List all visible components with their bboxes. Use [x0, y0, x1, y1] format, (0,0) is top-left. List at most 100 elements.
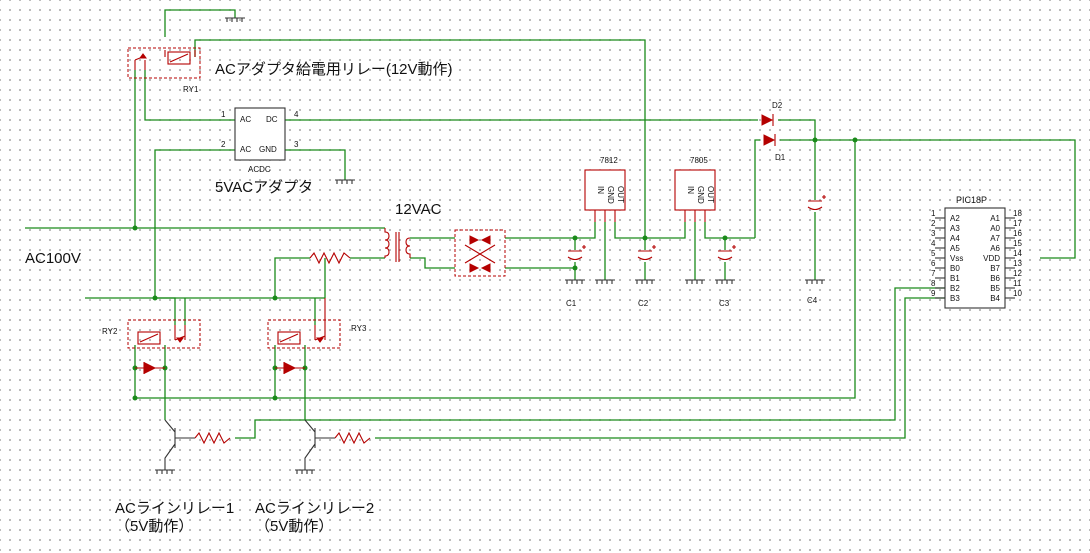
line-relay-2-sub: （5V動作） — [255, 518, 333, 535]
diode-d2[interactable] — [761, 114, 774, 126]
pic-pins: 1A22A33A44A55Vss6B07B18B29B318A117A016A7… — [931, 209, 1022, 303]
relay-ry3-coil — [277, 331, 301, 345]
wire-d1-in — [754, 139, 760, 238]
relay-ry2-outline — [127, 319, 201, 349]
resistor-q2-base — [334, 431, 371, 445]
acdc-pin-ac1: AC — [240, 115, 251, 124]
wire-ry2-supply — [134, 140, 856, 399]
relay-ry3-outline — [267, 319, 341, 349]
transformer[interactable] — [384, 228, 411, 262]
wire-acdc-2 — [154, 149, 235, 298]
capacitor-c4[interactable] — [807, 195, 826, 211]
pic-pin-name: A4 — [950, 234, 960, 243]
junction — [272, 295, 278, 301]
pic-pin-name: A0 — [990, 224, 1000, 233]
relay-ry1-coil-mark — [169, 53, 189, 63]
transformer-primary — [384, 228, 390, 258]
ground-symbol — [595, 279, 615, 284]
pic-pin-number: 15 — [1013, 239, 1022, 248]
capacitor-c1-plus — [582, 245, 586, 249]
pic-pin-number: 10 — [1013, 289, 1022, 298]
junction — [132, 225, 138, 231]
pic-pin-name: B3 — [950, 294, 960, 303]
pic-chip[interactable]: 1A22A33A44A55Vss6B07B18B29B318A117A016A7… — [931, 207, 1022, 309]
regulator-7805[interactable] — [674, 169, 716, 222]
bridge-diode-2 — [480, 235, 491, 245]
transistor-q1-body — [164, 419, 195, 470]
relay-ry1[interactable] — [127, 47, 201, 79]
relay-ry3-label: RY3 — [351, 324, 367, 333]
capacitor-c1[interactable] — [567, 245, 586, 261]
diode-d2-label: D2 — [772, 101, 783, 110]
regulator-7812-pin-gnd: GND — [606, 186, 615, 204]
wire-acdc-gnd — [285, 149, 346, 180]
relay-ry1-arrow — [139, 53, 147, 59]
pic-pin-name: A6 — [990, 244, 1000, 253]
regulator-7805-name: 7805 — [690, 156, 708, 165]
pic-pin-name: VDD — [983, 254, 1000, 263]
wire-d2-out — [778, 119, 816, 140]
wire-sec-bottom — [410, 257, 455, 269]
transistor-q1[interactable] — [164, 419, 231, 470]
ground-symbol — [335, 179, 355, 184]
ground-symbol — [635, 279, 655, 284]
junction — [642, 235, 648, 241]
regulator-7812[interactable] — [584, 169, 626, 222]
regulator-7805-pins — [684, 210, 706, 222]
pic-pin-number: 6 — [931, 259, 936, 268]
pic-pin-number: 7 — [931, 269, 936, 278]
line-relay-1-sub: （5V動作） — [115, 518, 193, 535]
pic-pin-number: 1 — [931, 209, 936, 218]
relay-ry2-coil-mark — [139, 333, 159, 343]
wire-ry1-to-acdc-1 — [144, 70, 235, 121]
bridge-rectifier[interactable] — [454, 229, 506, 277]
junctions — [132, 137, 858, 401]
relay-ry2[interactable] — [127, 319, 201, 374]
wire-ry1-coil-ground — [164, 9, 236, 37]
capacitor-c2[interactable] — [637, 245, 656, 261]
pic-pin-number: 16 — [1013, 229, 1022, 238]
capacitor-c3-plus — [732, 245, 736, 249]
pic-pin-name: B1 — [950, 274, 960, 283]
wire-q1-base-pic — [235, 287, 945, 439]
regulator-7812-pins — [594, 210, 616, 222]
pic-pin-name: B7 — [990, 264, 1000, 273]
acdc-pin-num-4: 4 — [294, 110, 299, 119]
bridge-outline — [454, 229, 506, 277]
capacitor-c3-plates — [717, 250, 733, 261]
relay-ry1-caption: ACアダプタ給電用リレー(12V動作) — [215, 61, 453, 78]
resistor-q1-base — [194, 431, 231, 445]
acdc-module[interactable] — [234, 107, 286, 161]
pic-pin-name: A2 — [950, 214, 960, 223]
diode-d1[interactable] — [763, 134, 776, 146]
pic-pin-name: A7 — [990, 234, 1000, 243]
pic-pin-number: 5 — [931, 249, 936, 258]
ground-symbol — [805, 279, 825, 284]
pic-pin-number: 18 — [1013, 209, 1022, 218]
pic-pin-number: 14 — [1013, 249, 1022, 258]
junction — [722, 235, 728, 241]
pic-pin-number: 13 — [1013, 259, 1022, 268]
junction — [572, 235, 578, 241]
transistor-q2[interactable] — [304, 419, 371, 470]
regulator-7805-box — [674, 169, 716, 211]
pic-pin-name: A3 — [950, 224, 960, 233]
ground-symbol — [225, 17, 245, 22]
wire-q2-base-pic — [375, 297, 945, 439]
pic-chip-body — [944, 207, 1006, 309]
pic-pin-number: 8 — [931, 279, 936, 288]
relay-ry3-diode-leads — [275, 362, 305, 374]
relay-ry2-diode-leads — [135, 362, 165, 374]
acdc-pin-dc: DC — [266, 115, 278, 124]
capacitor-c2-plus — [652, 245, 656, 249]
junction — [852, 137, 858, 143]
diode-d1-body — [763, 134, 776, 146]
regulator-7805-pin-in: IN — [686, 186, 695, 194]
relay-ry3[interactable] — [267, 298, 341, 374]
primary-resistor[interactable] — [309, 251, 351, 265]
pic-pin-number: 3 — [931, 229, 936, 238]
line-relay-1-title: ACラインリレー1 — [115, 500, 234, 517]
capacitor-c3[interactable] — [717, 245, 736, 261]
relay-ry1-coil — [167, 51, 191, 65]
